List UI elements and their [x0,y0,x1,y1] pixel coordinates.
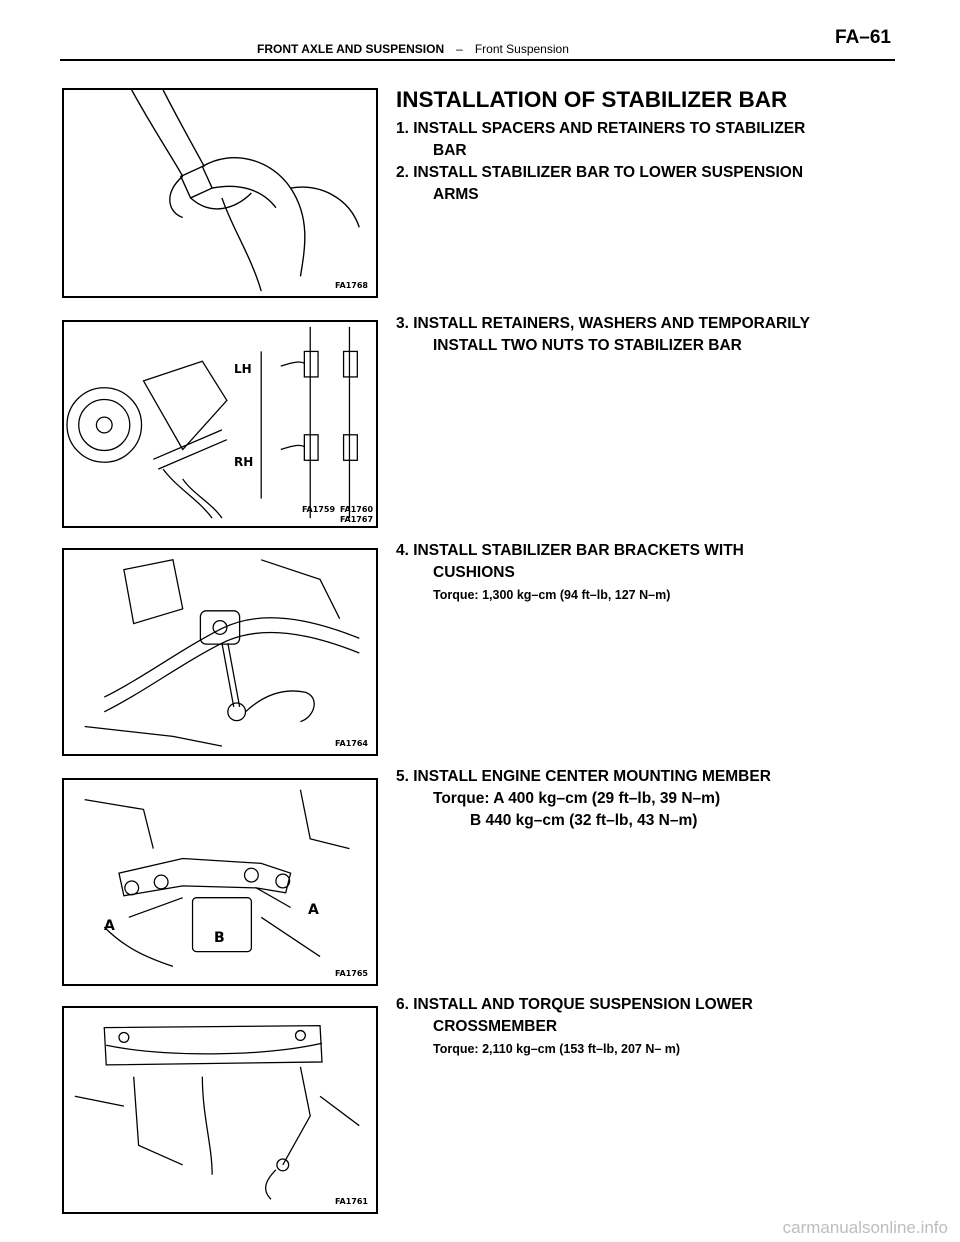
figure-code: FA1761 [334,1197,368,1206]
label-rh: RH [234,455,254,469]
figure-brackets: FA1764 [62,548,378,756]
watermark: carmanualsonline.info [782,1218,948,1237]
illustration-bracket-wrench [84,559,360,747]
figure-retainers: LH RH FA1759 FA1760 FA1767 [62,320,378,528]
header-subsection: Front Suspension [474,42,569,56]
illustration-retainers-nuts [66,326,358,519]
step-3-cont: INSTALL TWO NUTS TO STABILIZER BAR [433,337,742,354]
label-b: B [214,930,225,946]
step-6-cont: CROSSMEMBER [433,1018,558,1035]
figure-spacer-install: FA1768 [62,88,378,298]
header-rule [60,59,895,61]
label-lh: LH [234,362,252,376]
step-6-torque: Torque: 2,110 kg–cm (153 ft–lb, 207 N– m… [433,1042,681,1056]
step-3-lead: 3. INSTALL RETAINERS, WASHERS AND TEMPOR… [396,315,810,332]
figure-code: FA1768 [334,281,368,290]
step-4-cont: CUSHIONS [433,564,515,581]
figure-code: FA1764 [334,739,368,748]
illustration-mounting-member [84,789,350,967]
step-5-torque-a: Torque: A 400 kg–cm (29 ft–lb, 39 N–m) [433,790,721,807]
figure-code-a: FA1759 [302,505,336,514]
section-step-6: 6. INSTALL AND TORQUE SUSPENSION LOWER C… [396,994,916,1058]
page-number: FA–61 [835,27,891,48]
illustration-hand-spacer [131,90,360,292]
page-header: FRONT AXLE AND SUSPENSION–Front Suspensi… [60,0,895,64]
step-5-torque-b: B 440 kg–cm (32 ft–lb, 43 N–m) [470,812,698,829]
step-2-lead: 2. INSTALL STABILIZER BAR TO LOWER SUSPE… [396,164,804,181]
step-6: 6. INSTALL AND TORQUE SUSPENSION LOWER C… [396,994,916,1038]
step-4-torque: Torque: 1,300 kg–cm (94 ft–lb, 127 N–m) [433,588,671,602]
step-5: 5. INSTALL ENGINE CENTER MOUNTING MEMBER [396,766,916,788]
step-5-lead: 5. INSTALL ENGINE CENTER MOUNTING MEMBER [396,768,771,785]
section-step-3: 3. INSTALL RETAINERS, WASHERS AND TEMPOR… [396,313,916,357]
header-section: FRONT AXLE AND SUSPENSION–Front Suspensi… [257,42,569,56]
figure-code: FA1765 [334,969,368,978]
header-section-title: FRONT AXLE AND SUSPENSION [257,42,445,56]
section-installation: INSTALLATION OF STABILIZER BAR 1. INSTAL… [396,86,916,206]
step-1-lead: 1. INSTALL SPACERS AND RETAINERS TO STAB… [396,120,806,137]
step-4-lead: 4. INSTALL STABILIZER BAR BRACKETS WITH [396,542,744,559]
page-title: INSTALLATION OF STABILIZER BAR [396,87,788,112]
step-1: 1. INSTALL SPACERS AND RETAINERS TO STAB… [396,118,916,162]
figure-code-c: FA1767 [340,515,374,524]
step-3: 3. INSTALL RETAINERS, WASHERS AND TEMPOR… [396,313,916,357]
label-a-left: A [104,918,115,934]
section-step-5: 5. INSTALL ENGINE CENTER MOUNTING MEMBER… [396,766,916,832]
illustration-crossmember-torque [74,1025,360,1200]
section-step-4: 4. INSTALL STABILIZER BAR BRACKETS WITH … [396,540,916,604]
step-4: 4. INSTALL STABILIZER BAR BRACKETS WITH … [396,540,916,584]
figure-center-member: A A B FA1765 [62,778,378,986]
figure-crossmember: FA1761 [62,1006,378,1214]
figure-code-b: FA1760 [340,505,374,514]
step-6-lead: 6. INSTALL AND TORQUE SUSPENSION LOWER [396,996,753,1013]
step-1-cont: BAR [433,142,467,159]
label-a-right: A [308,902,319,918]
header-separator: – [456,42,463,56]
step-2-cont: ARMS [433,186,479,203]
step-2: 2. INSTALL STABILIZER BAR TO LOWER SUSPE… [396,162,916,206]
